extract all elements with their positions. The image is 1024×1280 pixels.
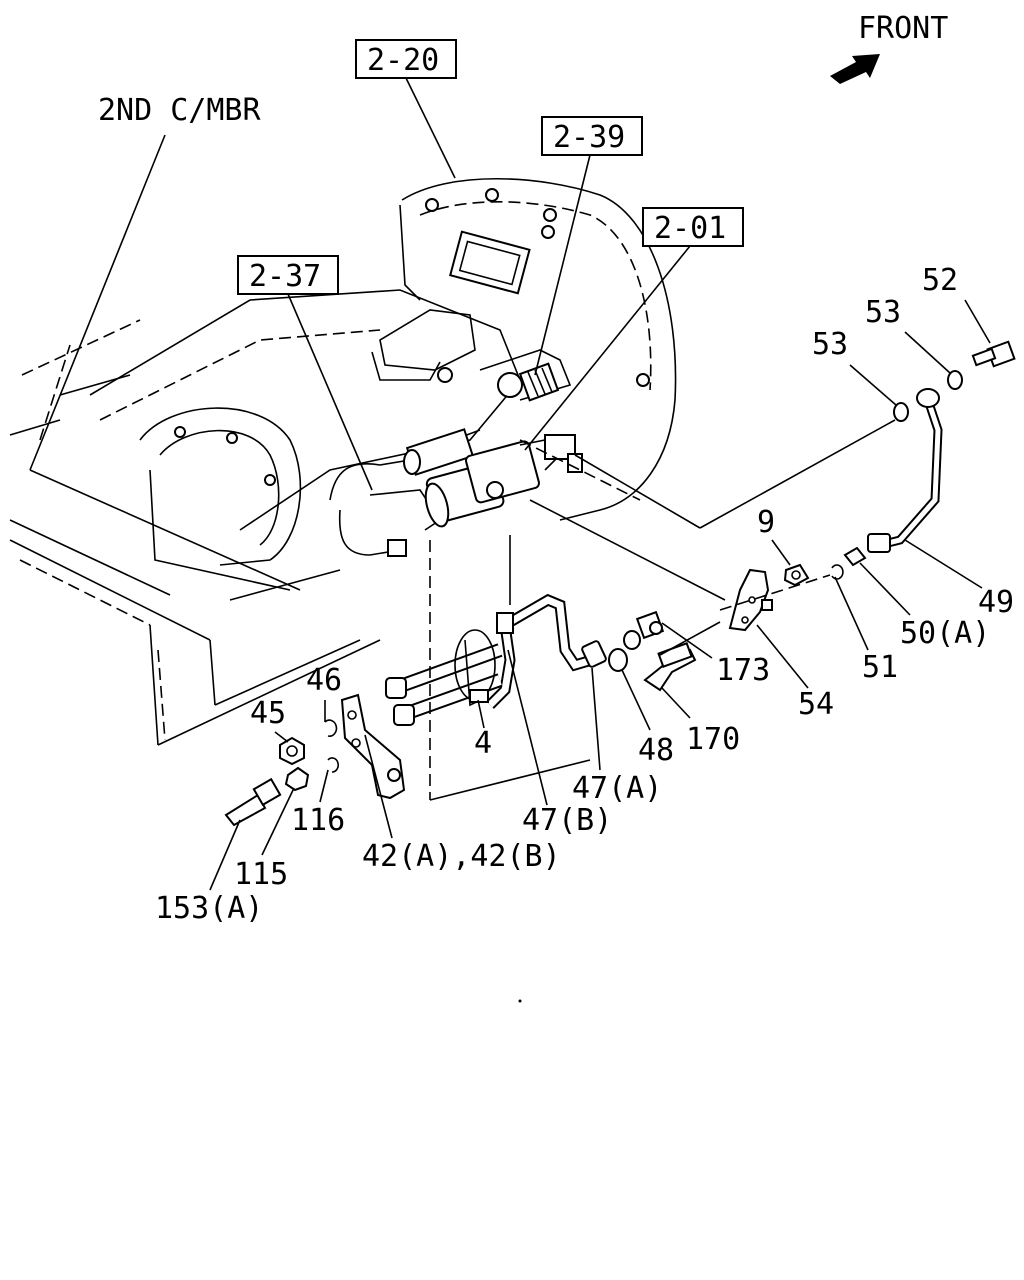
member-label: 2ND C/MBR bbox=[98, 93, 261, 128]
pipe-49 bbox=[867, 388, 943, 553]
frame-rails bbox=[9, 319, 381, 746]
hose-47 bbox=[486, 593, 607, 709]
label-9: 9 bbox=[757, 505, 775, 540]
label-46: 46 bbox=[306, 663, 342, 698]
label-52: 52 bbox=[922, 263, 958, 298]
label-49: 49 bbox=[978, 585, 1014, 620]
label-47a: 47(A) bbox=[572, 771, 662, 806]
washer-53-lower bbox=[893, 402, 909, 422]
bolt-52 bbox=[971, 340, 1016, 368]
label-115: 115 bbox=[234, 857, 288, 892]
nut-45 bbox=[279, 736, 305, 766]
label-170: 170 bbox=[686, 722, 740, 757]
washer-173 bbox=[623, 630, 641, 650]
label-47b: 47(B) bbox=[522, 803, 612, 838]
label-153a: 153(A) bbox=[155, 891, 263, 926]
clip-46 bbox=[324, 719, 338, 737]
leader-2-01 bbox=[524, 245, 691, 451]
ref-box-2-20[interactable]: 2-20 bbox=[355, 39, 457, 79]
fitting-173 bbox=[635, 610, 665, 640]
label-51: 51 bbox=[862, 650, 898, 685]
svg-text:2-20: 2-20 bbox=[367, 43, 439, 78]
o-ring-48 bbox=[608, 648, 628, 672]
leader-2-37 bbox=[287, 293, 373, 491]
label-48: 48 bbox=[638, 733, 674, 768]
svg-text:2-01: 2-01 bbox=[654, 211, 726, 246]
label-54: 54 bbox=[798, 687, 834, 722]
bracket-54 bbox=[728, 568, 773, 632]
bolt-153a bbox=[224, 777, 282, 827]
nut-115 bbox=[284, 766, 310, 792]
svg-text:2-39: 2-39 bbox=[553, 120, 625, 155]
clip-116 bbox=[327, 757, 339, 773]
stray-dot bbox=[518, 999, 522, 1003]
label-4: 4 bbox=[474, 726, 492, 761]
clip-51 bbox=[831, 564, 844, 580]
leader-2-20 bbox=[405, 77, 456, 179]
label-45: 45 bbox=[250, 696, 286, 731]
bracket-42 bbox=[340, 693, 406, 800]
front-arrow-icon bbox=[830, 54, 880, 84]
clamp-4 bbox=[385, 629, 503, 726]
nut-50a bbox=[843, 546, 867, 567]
transmission-assembly bbox=[89, 178, 896, 591]
ref-box-2-01[interactable]: 2-01 bbox=[642, 207, 744, 247]
label-116: 116 bbox=[291, 803, 345, 838]
member-leader bbox=[29, 134, 166, 471]
svg-text:2-37: 2-37 bbox=[249, 259, 321, 294]
leader-2-39 bbox=[534, 154, 591, 376]
label-53-lower: 53 bbox=[812, 327, 848, 362]
label-173: 173 bbox=[716, 653, 770, 688]
label-42: 42(A),42(B) bbox=[362, 839, 561, 874]
ref-box-2-37[interactable]: 2-37 bbox=[237, 255, 339, 295]
washer-53-upper bbox=[947, 370, 963, 390]
front-label: FRONT bbox=[858, 11, 948, 46]
label-50a: 50(A) bbox=[900, 616, 990, 651]
nut-9 bbox=[783, 563, 810, 587]
ref-box-2-39[interactable]: 2-39 bbox=[541, 116, 643, 156]
label-53-upper: 53 bbox=[865, 295, 901, 330]
